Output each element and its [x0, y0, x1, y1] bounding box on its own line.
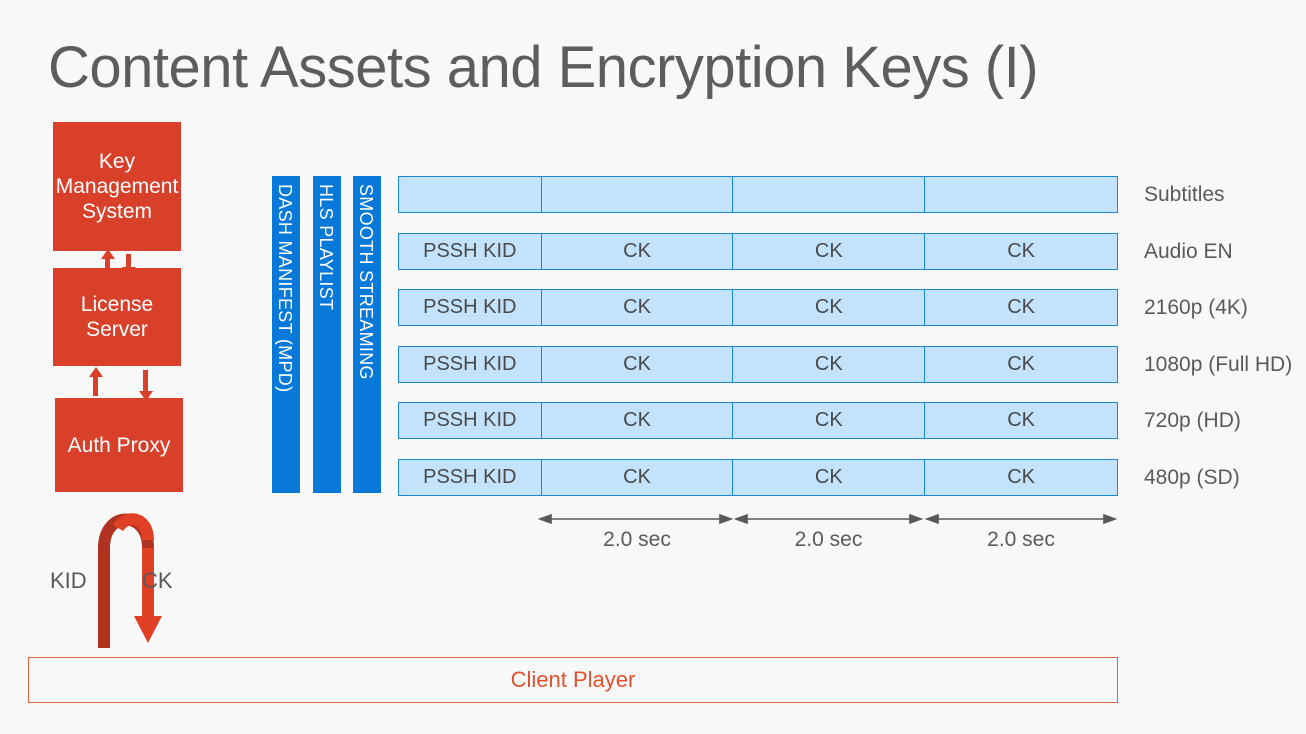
- kid-ck-uturn-arrow-icon: [98, 513, 162, 648]
- client-player-box[interactable]: Client Player: [28, 657, 1118, 703]
- ck-label: CK: [142, 568, 173, 593]
- key-management-system-box[interactable]: Key Management System: [53, 122, 181, 251]
- segment-cell-ck: CK: [541, 290, 734, 326]
- manifest-bar-smooth[interactable]: SMOOTH STREAMING: [353, 176, 381, 493]
- segment-cell-ck: [541, 177, 734, 212]
- segment-cell-ck: CK: [541, 233, 734, 269]
- segment-row-label: 480p (SD): [1144, 466, 1240, 489]
- arrow-license-to-auth-icon: [143, 370, 148, 392]
- segment-row-label: 2160p (4K): [1144, 296, 1248, 320]
- segment-cell-ck: CK: [733, 460, 926, 495]
- segment-cell-ck: CK: [925, 233, 1118, 269]
- arrow-auth-to-license-icon: [93, 376, 98, 396]
- segment-cell-ck: [733, 177, 926, 212]
- segment-cell-kid: PSSH KID: [399, 346, 542, 382]
- manifest-bar-dash[interactable]: DASH MANIFEST (MPD): [272, 176, 300, 493]
- arrow-kms-to-license-icon: [126, 254, 131, 268]
- duration-segment-2: 2.0 sec: [794, 528, 863, 551]
- manifest-bar-smooth-label: SMOOTH STREAMING: [356, 184, 376, 380]
- segment-row-label: 720p (HD): [1144, 409, 1241, 433]
- segment-cell-ck: CK: [541, 460, 734, 495]
- segment-row-label: 1080p (Full HD): [1144, 352, 1293, 376]
- license-server-box[interactable]: License Server: [53, 268, 181, 366]
- key-management-system-label: Key Management System: [55, 150, 179, 223]
- page-title: Content Assets and Encryption Keys (I): [48, 35, 1039, 100]
- duration-segment-3: 2.0 sec: [987, 528, 1055, 551]
- manifest-bar-hls[interactable]: HLS PLAYLIST: [313, 176, 341, 493]
- auth-proxy-label: Auth Proxy: [67, 433, 171, 457]
- kid-label: KID: [50, 568, 87, 593]
- segment-row-label: Subtitles: [1144, 183, 1225, 206]
- auth-proxy-box[interactable]: Auth Proxy: [55, 398, 183, 492]
- segment-cell-ck: CK: [925, 290, 1118, 326]
- segment-cell-ck: CK: [733, 290, 926, 326]
- segment-cell-kid: PSSH KID: [399, 290, 542, 326]
- duration-segment-1: 2.0 sec: [603, 528, 671, 551]
- segment-cell-ck: CK: [733, 233, 926, 269]
- segment-cell-ck: CK: [541, 403, 734, 439]
- segment-cell-kid: PSSH KID: [399, 460, 542, 495]
- segment-cell-ck: [925, 177, 1118, 212]
- segment-cell-ck: CK: [925, 403, 1118, 439]
- segment-cell-kid: PSSH KID: [399, 233, 542, 269]
- segment-cell-kid: PSSH KID: [399, 403, 542, 439]
- segment-row-label: Audio EN: [1144, 239, 1233, 263]
- segment-cell-ck: CK: [733, 346, 926, 382]
- segment-cell-ck: CK: [541, 346, 734, 382]
- segment-cell-ck: CK: [925, 460, 1118, 495]
- client-player-label: Client Player: [510, 667, 636, 692]
- segment-cell-ck: CK: [925, 346, 1118, 382]
- manifest-bar-hls-label: HLS PLAYLIST: [316, 184, 336, 311]
- arrow-license-to-kms-icon: [105, 258, 110, 272]
- segment-cell-kid: [399, 177, 542, 212]
- license-server-label: License Server: [80, 293, 154, 341]
- segment-cell-ck: CK: [733, 403, 926, 439]
- manifest-bar-dash-label: DASH MANIFEST (MPD): [275, 184, 295, 393]
- table-row: [398, 176, 1118, 213]
